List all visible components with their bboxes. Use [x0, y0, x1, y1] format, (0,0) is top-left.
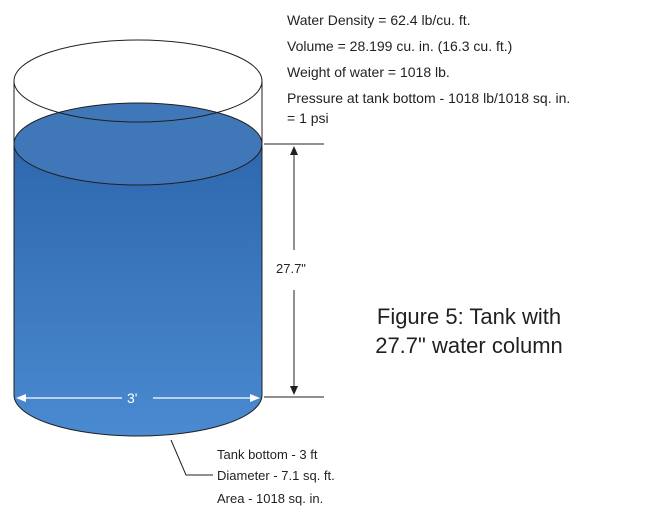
water-density-text: Water Density = 62.4 lb/cu. ft. — [287, 12, 471, 28]
caption-line-2: 27.7" water column — [375, 333, 563, 358]
figure-caption: Figure 5: Tank with 27.7" water column — [356, 302, 582, 360]
height-dimension — [264, 143, 324, 398]
weight-text: Weight of water = 1018 lb. — [287, 64, 450, 80]
area-note: Area - 1018 sq. in. — [217, 491, 324, 506]
tank-rim — [13, 39, 263, 123]
caption-line-1: Figure 5: Tank with — [376, 304, 562, 329]
volume-text: Volume = 28.199 cu. in. (16.3 cu. ft.) — [287, 38, 513, 54]
water-column — [13, 143, 263, 437]
diameter-arrow — [16, 394, 260, 402]
bottom-leader-line — [170, 439, 213, 476]
diameter-label: 3' — [127, 390, 138, 406]
diameter-note: Diameter - 7.1 sq. ft. — [217, 468, 335, 483]
height-label: 27.7" — [276, 261, 306, 276]
pressure-result-text: = 1 psi — [287, 110, 329, 126]
tank-bottom-note: Tank bottom - 3 ft — [217, 447, 318, 462]
pressure-text: Pressure at tank bottom - 1018 lb/1018 s… — [287, 90, 571, 106]
water-surface — [13, 102, 263, 186]
